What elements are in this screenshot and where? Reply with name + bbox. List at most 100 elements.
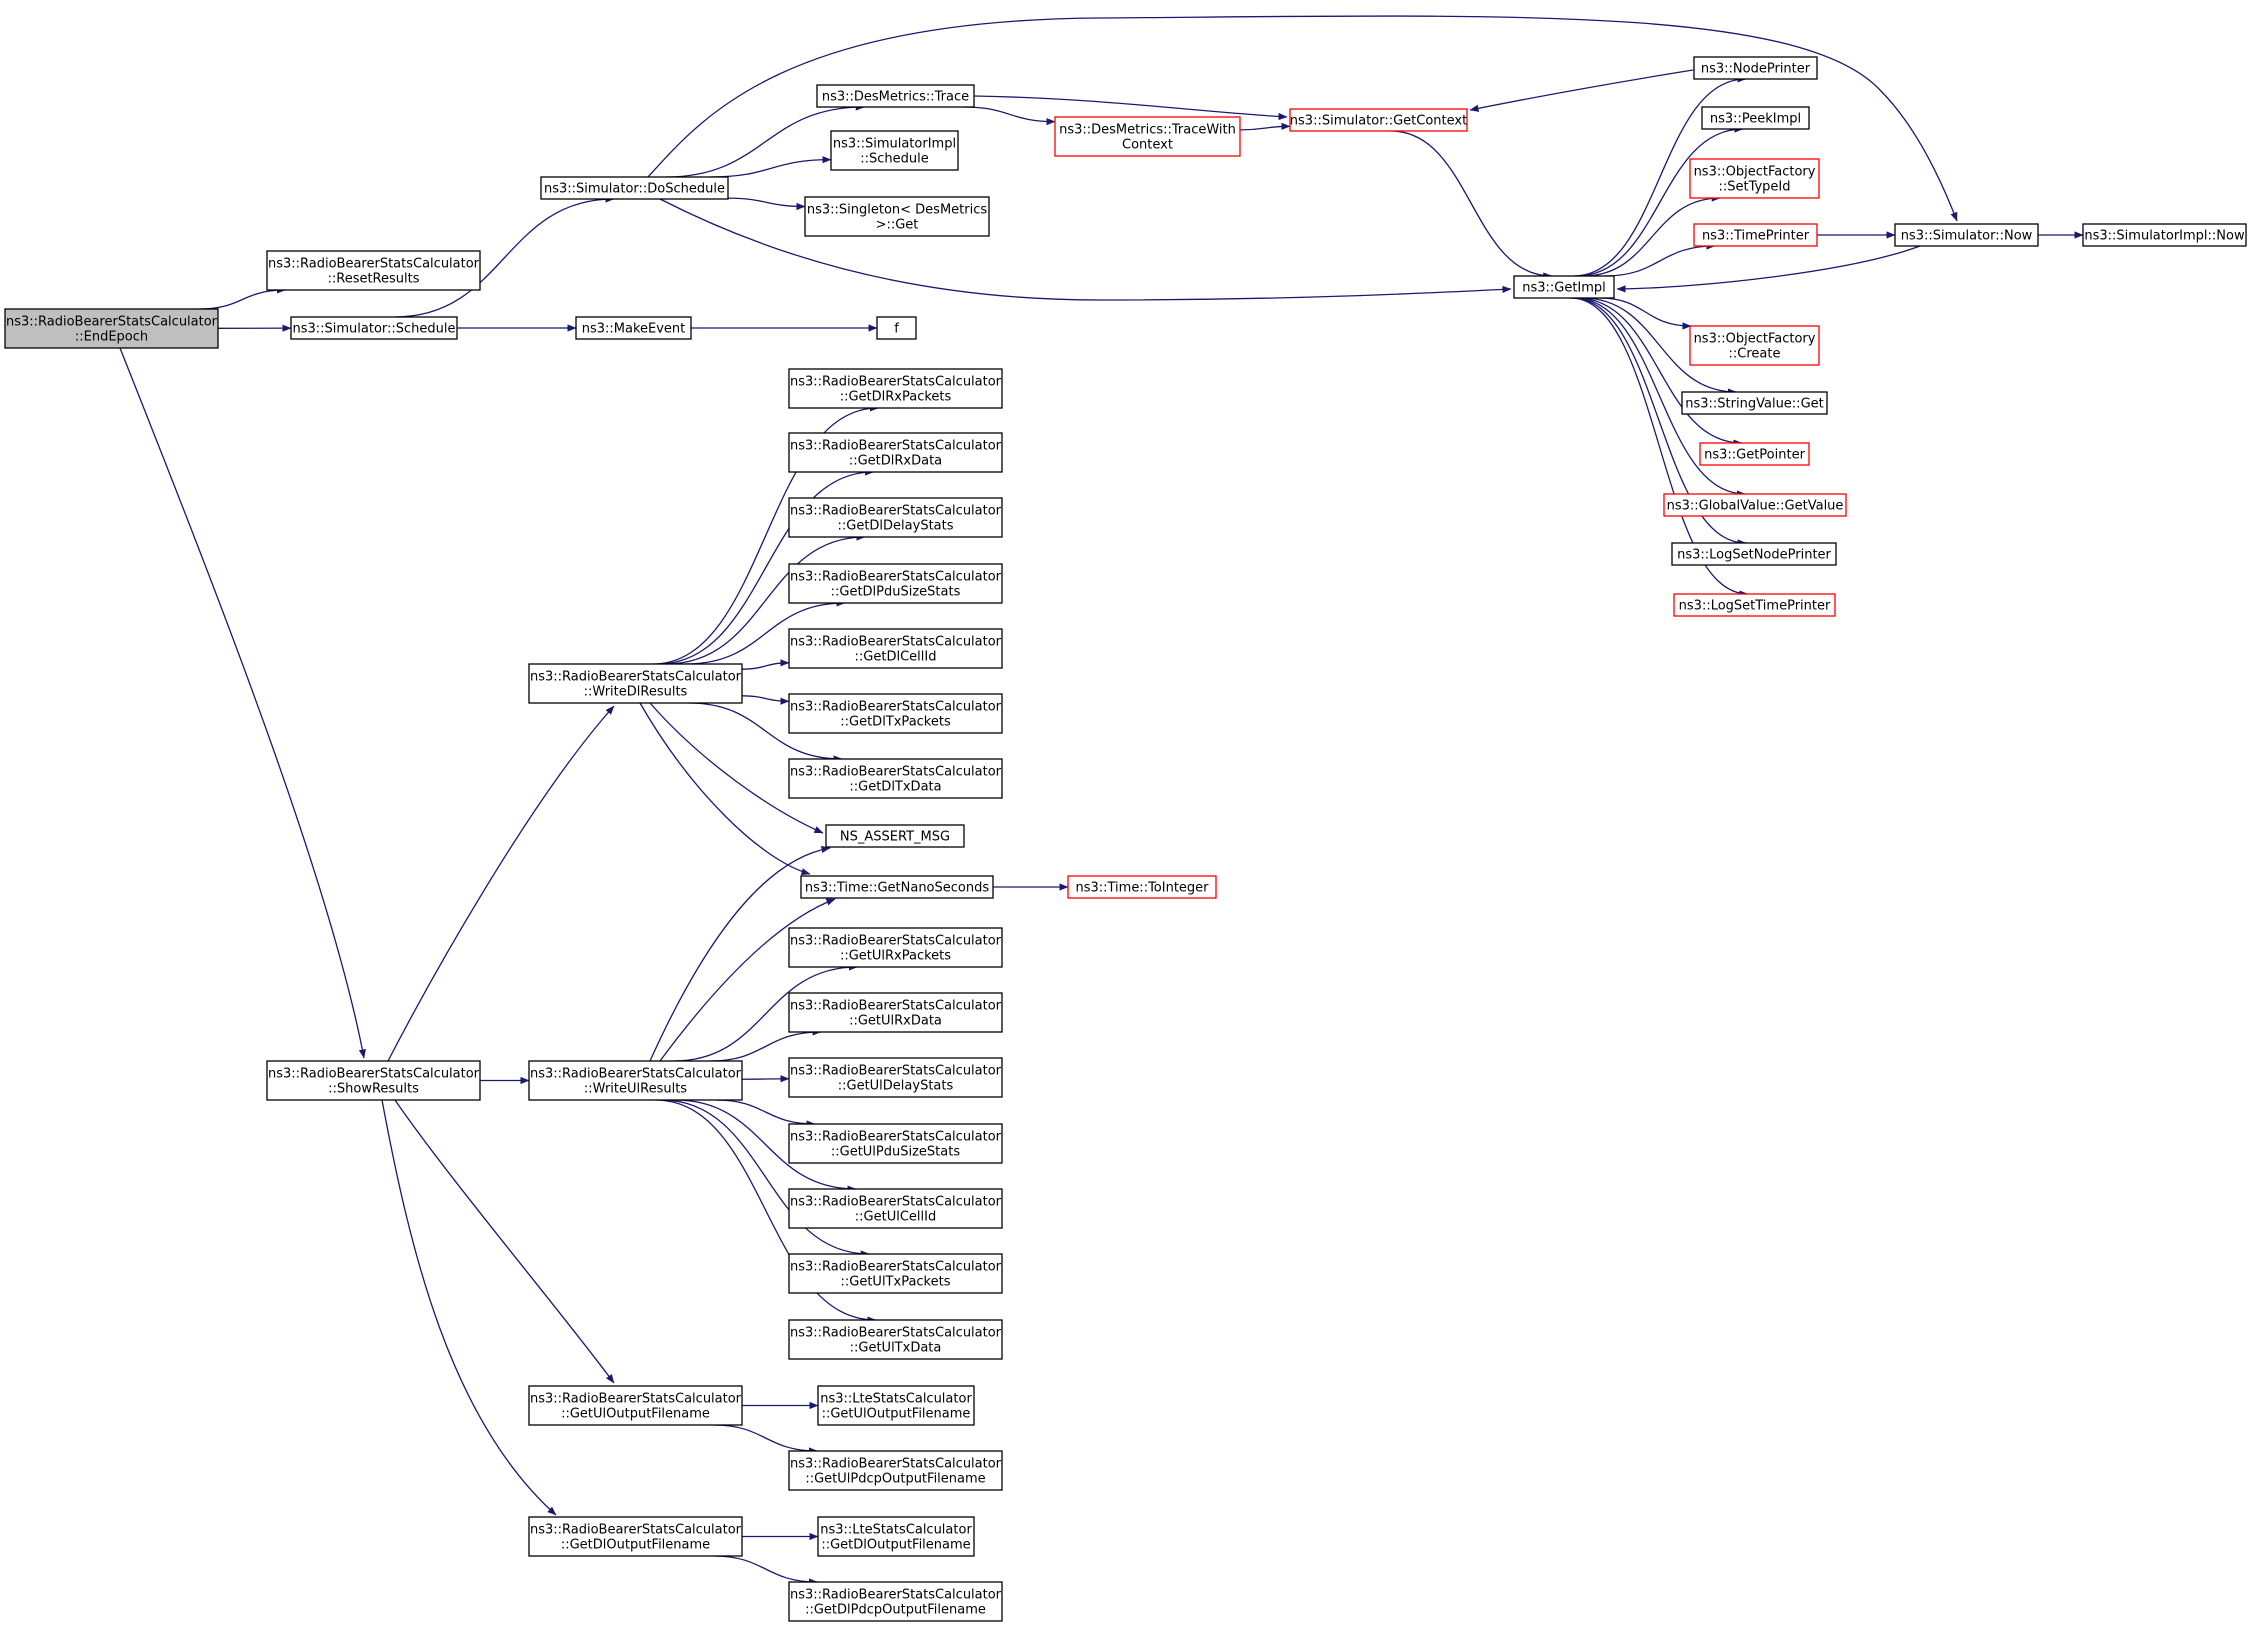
node-box bbox=[1681, 391, 1828, 415]
node-desm_trace[interactable]: ns3::DesMetrics::Trace bbox=[816, 84, 975, 108]
edge-writeulresults-to-getnanoseconds bbox=[659, 898, 836, 1062]
node-simimpl_now[interactable]: ns3::SimulatorImpl::Now bbox=[2082, 223, 2247, 247]
node-getdltxdata[interactable]: ns3::RadioBearerStatsCalculator::GetDlTx… bbox=[788, 758, 1003, 799]
node-getdlpdcpoutfn[interactable]: ns3::RadioBearerStatsCalculator::GetDlPd… bbox=[788, 1581, 1003, 1622]
node-logsettimeprinter[interactable]: ns3::LogSetTimePrinter bbox=[1673, 593, 1836, 617]
node-getulpdusizestats[interactable]: ns3::RadioBearerStatsCalculator::GetUlPd… bbox=[788, 1123, 1003, 1164]
node-ns_assert_msg[interactable]: NS_ASSERT_MSG bbox=[825, 824, 965, 848]
node-box bbox=[1513, 275, 1615, 299]
edge-endepoch-to-showresults bbox=[119, 347, 366, 1059]
node-box bbox=[816, 84, 975, 108]
edge-getimpl-to-timeprinter bbox=[1604, 242, 1716, 277]
node-getuloutfn[interactable]: ns3::RadioBearerStatsCalculator::GetUlOu… bbox=[528, 1385, 743, 1426]
edge-getdloutfn-to-getdlpdcpoutfn bbox=[713, 1555, 818, 1586]
node-writeulresults[interactable]: ns3::RadioBearerStatsCalculator::WriteUl… bbox=[528, 1060, 743, 1101]
node-getulrxpackets[interactable]: ns3::RadioBearerStatsCalculator::GetUlRx… bbox=[788, 927, 1003, 968]
node-getdloutfn[interactable]: ns3::RadioBearerStatsCalculator::GetDlOu… bbox=[528, 1516, 743, 1557]
node-label: ns3::RadioBearerStatsCalculator bbox=[790, 1130, 1002, 1145]
node-getuldelaystats[interactable]: ns3::RadioBearerStatsCalculator::GetUlDe… bbox=[788, 1057, 1003, 1098]
node-getultxdata[interactable]: ns3::RadioBearerStatsCalculator::GetUlTx… bbox=[788, 1319, 1003, 1360]
node-getdlcellid[interactable]: ns3::RadioBearerStatsCalculator::GetDlCe… bbox=[788, 628, 1003, 669]
node-getpointer[interactable]: ns3::GetPointer bbox=[1699, 442, 1810, 466]
node-getulrxdata[interactable]: ns3::RadioBearerStatsCalculator::GetUlRx… bbox=[788, 992, 1003, 1033]
node-getnanoseconds[interactable]: ns3::Time::GetNanoSeconds bbox=[800, 875, 994, 899]
node-f[interactable]: f bbox=[876, 316, 917, 340]
edge-getcontext-to-getimpl bbox=[1390, 130, 1553, 280]
node-label: ns3::RadioBearerStatsCalculator bbox=[530, 1067, 742, 1082]
node-box bbox=[1894, 223, 2039, 247]
node-of_create[interactable]: ns3::ObjectFactory::Create bbox=[1689, 325, 1820, 366]
node-showresults[interactable]: ns3::RadioBearerStatsCalculator::ShowRes… bbox=[266, 1060, 481, 1101]
node-label: ns3::RadioBearerStatsCalculator bbox=[790, 1326, 1002, 1341]
node-box bbox=[788, 1450, 1003, 1491]
node-label: ::Schedule bbox=[860, 152, 929, 167]
node-stringvalue_get[interactable]: ns3::StringValue::Get bbox=[1681, 391, 1828, 415]
node-label: ns3::RadioBearerStatsCalculator bbox=[790, 1457, 1002, 1472]
node-label: ns3::GetPointer bbox=[1704, 448, 1805, 463]
node-box bbox=[804, 196, 990, 237]
node-label: ::GetDlOutputFilename bbox=[561, 1538, 710, 1553]
node-box bbox=[825, 824, 965, 848]
edge-doschedule-to-simimpl_schedule bbox=[710, 156, 832, 178]
node-label: ::GetDlCellId bbox=[855, 650, 937, 665]
edge-doschedule-to-getimpl bbox=[659, 198, 1512, 301]
node-lte_getdloutfn[interactable]: ns3::LteStatsCalculator::GetDlOutputFile… bbox=[817, 1516, 975, 1557]
node-label: ::Create bbox=[1729, 347, 1781, 362]
node-doschedule[interactable]: ns3::Simulator::DoSchedule bbox=[540, 176, 729, 200]
node-label: ::EndEpoch bbox=[75, 330, 148, 345]
node-lte_getuloutfn[interactable]: ns3::LteStatsCalculator::GetUlOutputFile… bbox=[817, 1385, 975, 1426]
node-label: ::GetDlRxData bbox=[849, 454, 942, 469]
node-tointeger[interactable]: ns3::Time::ToInteger bbox=[1067, 875, 1217, 899]
node-nodeprinter[interactable]: ns3::NodePrinter bbox=[1693, 56, 1818, 80]
node-writedlresults[interactable]: ns3::RadioBearerStatsCalculator::WriteDl… bbox=[528, 663, 743, 704]
node-label: ::GetUlOutputFilename bbox=[822, 1407, 971, 1422]
node-getcontext[interactable]: ns3::Simulator::GetContext bbox=[1289, 108, 1468, 132]
node-box bbox=[788, 497, 1003, 538]
node-makeevent[interactable]: ns3::MakeEvent bbox=[575, 316, 692, 340]
node-label: ns3::RadioBearerStatsCalculator bbox=[790, 504, 1002, 519]
edge-doschedule-to-singleton_get bbox=[727, 197, 806, 211]
node-timeprinter[interactable]: ns3::TimePrinter bbox=[1693, 223, 1818, 247]
edge-writedlresults-to-getdlcellid bbox=[741, 659, 790, 670]
node-label: ::GetUlRxData bbox=[849, 1014, 942, 1029]
node-label: ns3::RadioBearerStatsCalculator bbox=[790, 439, 1002, 454]
node-singleton_get[interactable]: ns3::Singleton< DesMetrics>::Get bbox=[804, 196, 990, 237]
node-logsetnodeprinter[interactable]: ns3::LogSetNodePrinter bbox=[1671, 542, 1837, 566]
node-box bbox=[788, 758, 1003, 799]
node-simimpl_schedule[interactable]: ns3::SimulatorImpl::Schedule bbox=[830, 130, 959, 171]
node-box bbox=[540, 176, 729, 200]
node-getultxpackets[interactable]: ns3::RadioBearerStatsCalculator::GetUlTx… bbox=[788, 1253, 1003, 1294]
node-label: ns3::Singleton< DesMetrics bbox=[807, 203, 988, 218]
edge-nodeprinter-to-getcontext bbox=[1469, 69, 1694, 112]
node-getdldelaystats[interactable]: ns3::RadioBearerStatsCalculator::GetDlDe… bbox=[788, 497, 1003, 538]
node-box bbox=[817, 1516, 975, 1557]
node-box bbox=[788, 693, 1003, 734]
node-sim_schedule[interactable]: ns3::Simulator::Schedule bbox=[290, 316, 458, 340]
node-getdlpdusizestats[interactable]: ns3::RadioBearerStatsCalculator::GetDlPd… bbox=[788, 563, 1003, 604]
node-label: ns3::PeekImpl bbox=[1710, 112, 1801, 127]
node-label: ::GetUlOutputFilename bbox=[561, 1407, 710, 1422]
node-getulcellid[interactable]: ns3::RadioBearerStatsCalculator::GetUlCe… bbox=[788, 1188, 1003, 1229]
node-box bbox=[788, 927, 1003, 968]
edge-getimpl-to-stringvalue_get bbox=[1582, 297, 1737, 396]
node-label: ns3::SimulatorImpl bbox=[833, 137, 956, 152]
node-of_settypeid[interactable]: ns3::ObjectFactory::SetTypeId bbox=[1689, 158, 1820, 199]
node-getulpdcpoutfn[interactable]: ns3::RadioBearerStatsCalculator::GetUlPd… bbox=[788, 1450, 1003, 1491]
node-label: f bbox=[894, 322, 899, 337]
node-gv_getvalue[interactable]: ns3::GlobalValue::GetValue bbox=[1663, 493, 1847, 517]
node-label: ns3::RadioBearerStatsCalculator bbox=[530, 1523, 742, 1538]
node-resetresults[interactable]: ns3::RadioBearerStatsCalculator::ResetRe… bbox=[266, 250, 481, 291]
node-getimpl[interactable]: ns3::GetImpl bbox=[1513, 275, 1615, 299]
node-getdlrxdata[interactable]: ns3::RadioBearerStatsCalculator::GetDlRx… bbox=[788, 432, 1003, 473]
node-label: ::GetDlPdcpOutputFilename bbox=[805, 1603, 986, 1618]
node-label: ::GetDlTxPackets bbox=[840, 715, 951, 730]
node-getdlrxpackets[interactable]: ns3::RadioBearerStatsCalculator::GetDlRx… bbox=[788, 368, 1003, 409]
node-getdltxpackets[interactable]: ns3::RadioBearerStatsCalculator::GetDlTx… bbox=[788, 693, 1003, 734]
node-box bbox=[1689, 325, 1820, 366]
node-label: ns3::LteStatsCalculator bbox=[820, 1392, 972, 1407]
node-endepoch[interactable]: ns3::RadioBearerStatsCalculator::EndEpoc… bbox=[4, 308, 219, 349]
node-sim_now[interactable]: ns3::Simulator::Now bbox=[1894, 223, 2039, 247]
node-label: ns3::RadioBearerStatsCalculator bbox=[268, 257, 480, 272]
node-peekimpl[interactable]: ns3::PeekImpl bbox=[1701, 106, 1810, 130]
